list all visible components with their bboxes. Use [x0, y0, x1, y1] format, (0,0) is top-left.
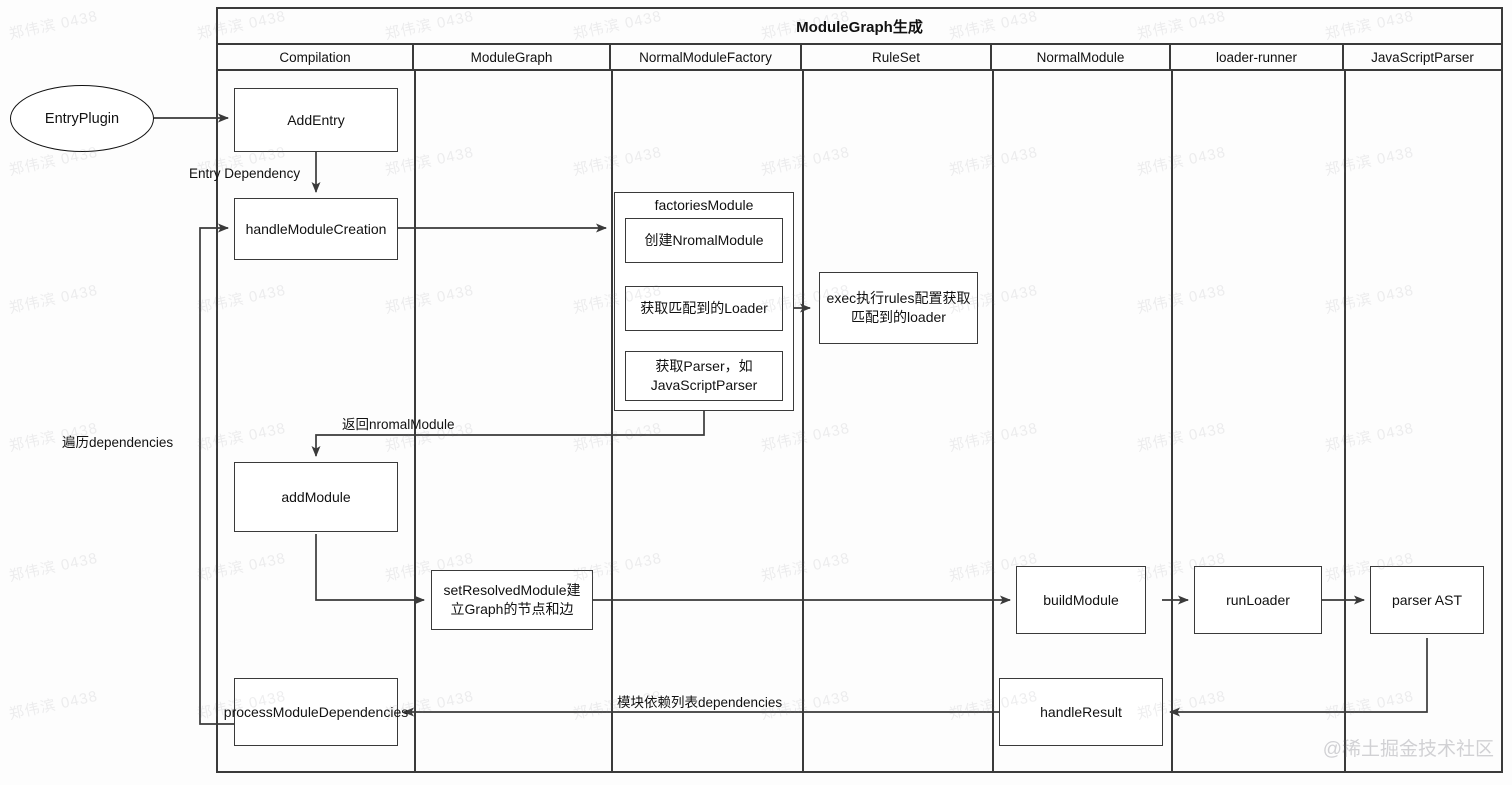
lane-divider-5	[1171, 71, 1173, 771]
watermark-tile: 郑伟滨 0438	[7, 687, 100, 724]
node-handle-result[interactable]: handleResult	[999, 678, 1163, 746]
lane-divider-2	[611, 71, 613, 771]
lane-header-normalmodulefactory: NormalModuleFactory	[611, 45, 802, 69]
node-create-normal-module[interactable]: 创建NromalModule	[625, 218, 783, 263]
node-add-module[interactable]: addModule	[234, 462, 398, 532]
diagram-title: ModuleGraph生成	[218, 9, 1501, 45]
brand-watermark: @稀土掘金技术社区	[1322, 739, 1494, 760]
lane-divider-4	[992, 71, 994, 771]
lane-header-loader-runner: loader-runner	[1171, 45, 1344, 69]
lane-header-javascriptparser: JavaScriptParser	[1371, 49, 1474, 65]
lane-header-normalmodule: NormalModule	[992, 45, 1171, 69]
lane-header-compilation: Compilation	[218, 45, 414, 69]
node-exec-rules[interactable]: exec执行rules配置获取匹配到的loader	[819, 272, 978, 344]
edge-label-traverse-dependencies: 遍历dependencies	[62, 435, 174, 450]
edge-label-return-normal-module: 返回nromalModule	[342, 417, 455, 432]
node-set-resolved-module[interactable]: setResolvedModule建立Graph的节点和边	[431, 570, 593, 630]
node-parser-ast[interactable]: parser AST	[1370, 566, 1484, 634]
node-get-matched-loader[interactable]: 获取匹配到的Loader	[625, 286, 783, 331]
node-entry-plugin[interactable]: EntryPlugin	[10, 85, 154, 152]
node-handle-module-creation[interactable]: handleModuleCreation	[234, 198, 398, 260]
swimlane-frame: ModuleGraph生成 Compilation ModuleGraph No…	[216, 7, 1503, 773]
group-factories-module-title: factoriesModule	[654, 197, 754, 213]
watermark-tile: 郑伟滨 0438	[7, 7, 100, 44]
lane-header-modulegraph: ModuleGraph	[414, 45, 611, 69]
node-process-module-dependencies[interactable]: processModuleDependencies	[224, 678, 408, 746]
node-get-parser[interactable]: 获取Parser，如JavaScriptParser	[625, 351, 783, 401]
lane-header-ruleset: RuleSet	[802, 45, 992, 69]
node-add-entry[interactable]: AddEntry	[234, 88, 398, 152]
watermark-tile: 郑伟滨 0438	[7, 281, 100, 318]
edge-label-entry-dependency: Entry Dependency	[189, 166, 301, 181]
lane-divider-6	[1344, 71, 1346, 771]
lane-divider-3	[802, 71, 804, 771]
node-build-module[interactable]: buildModule	[1016, 566, 1146, 634]
lane-header-row: Compilation ModuleGraph NormalModuleFact…	[218, 45, 1501, 71]
watermark-tile: 郑伟滨 0438	[7, 549, 100, 586]
edge-label-module-dependencies-list: 模块依赖列表dependencies	[617, 695, 783, 710]
node-run-loader[interactable]: runLoader	[1194, 566, 1322, 634]
